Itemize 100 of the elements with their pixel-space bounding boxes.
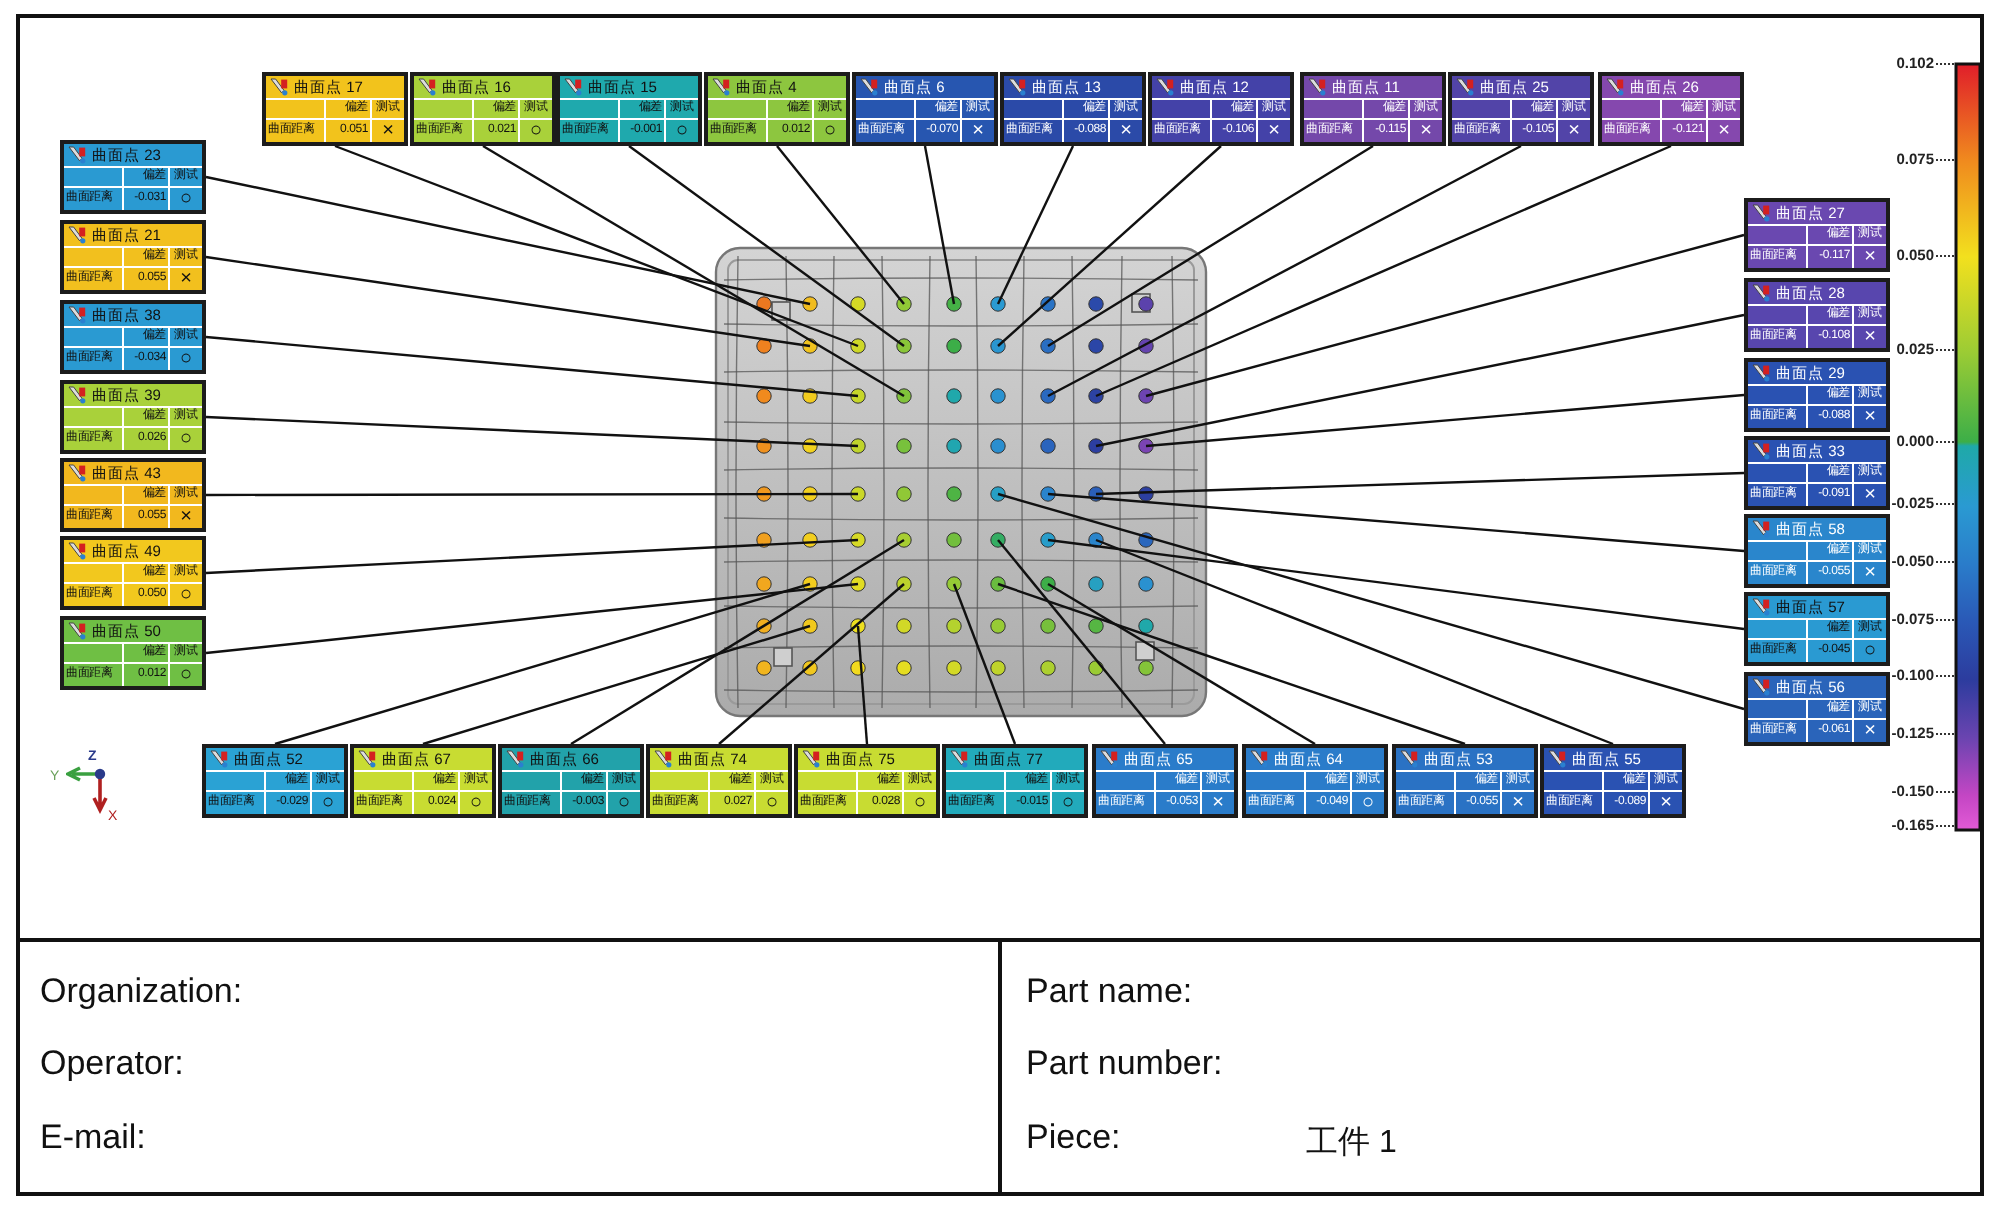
callout-box [498,744,644,818]
status-mark: × [168,268,202,290]
callout-box [60,380,206,454]
status-mark: × [1706,120,1740,142]
status-mark: ○ [606,792,640,814]
callout-box [350,744,496,818]
status-mark: × [1108,120,1142,142]
status-mark: × [1852,484,1886,506]
field-label: Operator: [40,1042,184,1084]
field-label: Piece: [1026,1116,1121,1158]
leader-line [996,145,1075,305]
leader-line [206,492,858,497]
field-value: 工件 1 [1306,1124,1397,1164]
status-mark: ○ [754,792,788,814]
leader-line [923,145,956,305]
status-mark: × [1852,246,1886,268]
status-mark: ○ [168,188,202,210]
leader-line [1145,393,1745,448]
status-mark: ○ [458,792,492,814]
status-mark: × [1200,792,1234,814]
callout-box [1242,744,1388,818]
leader-line [205,538,859,575]
callout-box [704,72,850,146]
leader-line [1047,492,1745,553]
status-mark: ○ [168,428,202,450]
status-mark: × [1500,792,1534,814]
status-mark: ○ [1050,792,1084,814]
callout-box [1744,592,1890,666]
callout-box [60,536,206,610]
leader-line [1095,471,1745,496]
status-mark: × [1556,120,1590,142]
leader-line [628,145,905,347]
leader-line [1047,538,1745,631]
callout-box [1092,744,1238,818]
leader-line [1047,582,1316,746]
leader-line [205,335,859,398]
callout-box [556,72,702,146]
leader-line [334,144,859,348]
callout-box [1744,514,1890,588]
leader-line [952,583,1017,745]
status-mark: × [1408,120,1442,142]
status-mark: × [370,120,404,142]
callout-box [60,458,206,532]
status-mark: × [168,506,202,528]
status-mark: ○ [518,120,552,142]
callout-box [1540,744,1686,818]
callout-box [60,300,206,374]
callout-box [202,744,348,818]
callout-box [1744,198,1890,272]
callout-box [1744,278,1890,352]
leader-line [997,145,1222,347]
callout-box [942,744,1088,818]
leader-line [205,175,811,306]
callout-box [60,616,206,690]
leader-line [482,144,905,398]
callout-box [1598,72,1744,146]
status-mark: ○ [168,348,202,370]
leader-line [205,582,859,655]
leader-line [1095,144,1672,398]
status-mark: × [1648,792,1682,814]
status-mark: ○ [812,120,846,142]
field-label: Organization: [40,970,243,1012]
field-label: Part number: [1026,1042,1223,1084]
leader-line [1047,144,1374,348]
callout-box [1448,72,1594,146]
status-mark: ○ [902,792,936,814]
status-mark: ○ [664,120,698,142]
status-mark: × [960,120,994,142]
callout-box [1392,744,1538,818]
leader-line [1145,233,1745,398]
leader-line [205,415,859,448]
status-mark: × [1852,720,1886,742]
status-mark: ○ [310,792,344,814]
field-label: E-mail: [40,1116,146,1158]
leader-line [422,624,811,746]
field-label: Part name: [1026,970,1193,1012]
status-mark: × [1852,562,1886,584]
leader-line [997,539,1166,745]
callout-box [1000,72,1146,146]
callout-box [646,744,792,818]
leader-line [1095,538,1614,746]
callout-box [1744,672,1890,746]
status-mark: × [1256,120,1290,142]
leader-line [1047,144,1522,398]
status-mark: ○ [168,664,202,686]
leader-line [274,582,811,746]
callout-box [60,140,206,214]
status-mark: × [1852,326,1886,348]
status-mark: × [1852,406,1886,428]
status-mark: ○ [1852,640,1886,662]
leader-line [776,145,905,305]
callout-box [852,72,998,146]
callout-box [1148,72,1294,146]
status-mark: ○ [1350,792,1384,814]
callout-box [794,744,940,818]
leader-line [718,583,905,745]
callout-box [410,72,556,146]
callout-box [60,220,206,294]
callout-box [1744,358,1890,432]
leader-line [997,492,1745,711]
